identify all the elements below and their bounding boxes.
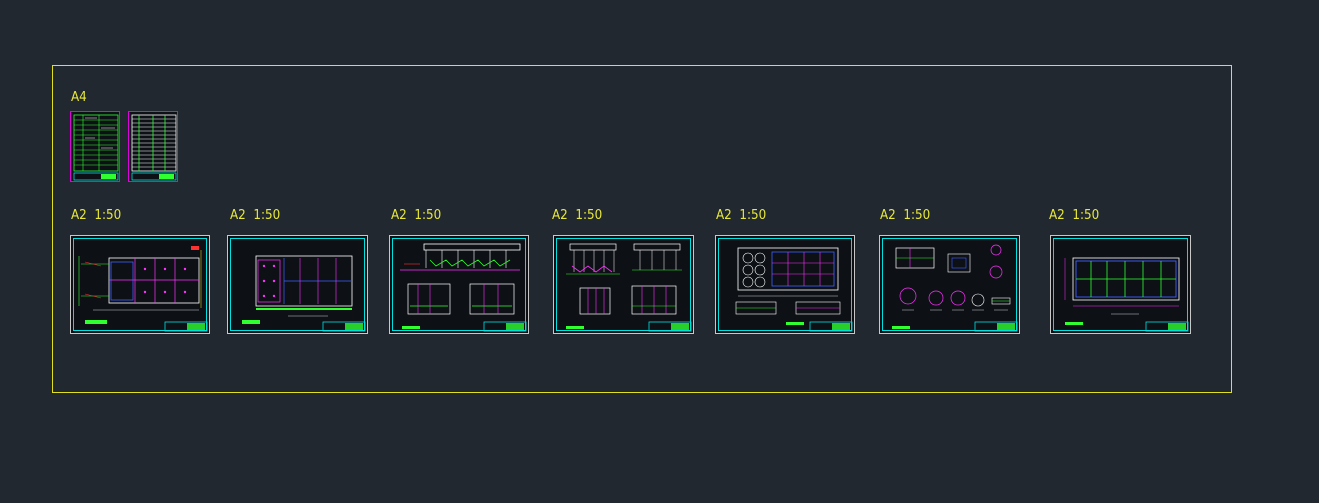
a2-sheet-7[interactable]	[1050, 235, 1191, 334]
a2-sheet-4-drawing	[566, 243, 692, 332]
a2-sheet-7-drawing	[1064, 257, 1189, 332]
a2-sheet-5-drawing	[735, 247, 853, 332]
a2-sheet-1[interactable]	[70, 235, 210, 334]
a2-label-6: A2 1:50	[880, 208, 931, 223]
a2-sheet-4[interactable]	[553, 235, 694, 334]
a2-sheet-2[interactable]	[227, 235, 368, 334]
layout-frame	[52, 65, 1232, 393]
a2-label-5: A2 1:50	[716, 208, 767, 223]
a2-sheet-1-drawing	[78, 246, 208, 332]
a2-label-2: A2 1:50	[230, 208, 281, 223]
a4-sheet-1-drawing	[73, 114, 119, 181]
a2-label-1: A2 1:50	[71, 208, 122, 223]
a2-sheet-3-drawing	[400, 243, 527, 332]
a2-sheet-6-drawing	[892, 244, 1018, 332]
a2-sheet-2-drawing	[242, 255, 366, 332]
a2-label-3: A2 1:50	[391, 208, 442, 223]
a4-sheet-2[interactable]	[128, 111, 178, 182]
a4-label: A4	[71, 90, 87, 105]
a2-sheet-3[interactable]	[389, 235, 529, 334]
a2-label-7: A2 1:50	[1049, 208, 1100, 223]
a2-label-4: A2 1:50	[552, 208, 603, 223]
a2-sheet-5[interactable]	[715, 235, 855, 334]
a4-sheet-2-drawing	[131, 114, 177, 181]
a4-sheet-1[interactable]	[70, 111, 120, 182]
a2-sheet-6[interactable]	[879, 235, 1020, 334]
